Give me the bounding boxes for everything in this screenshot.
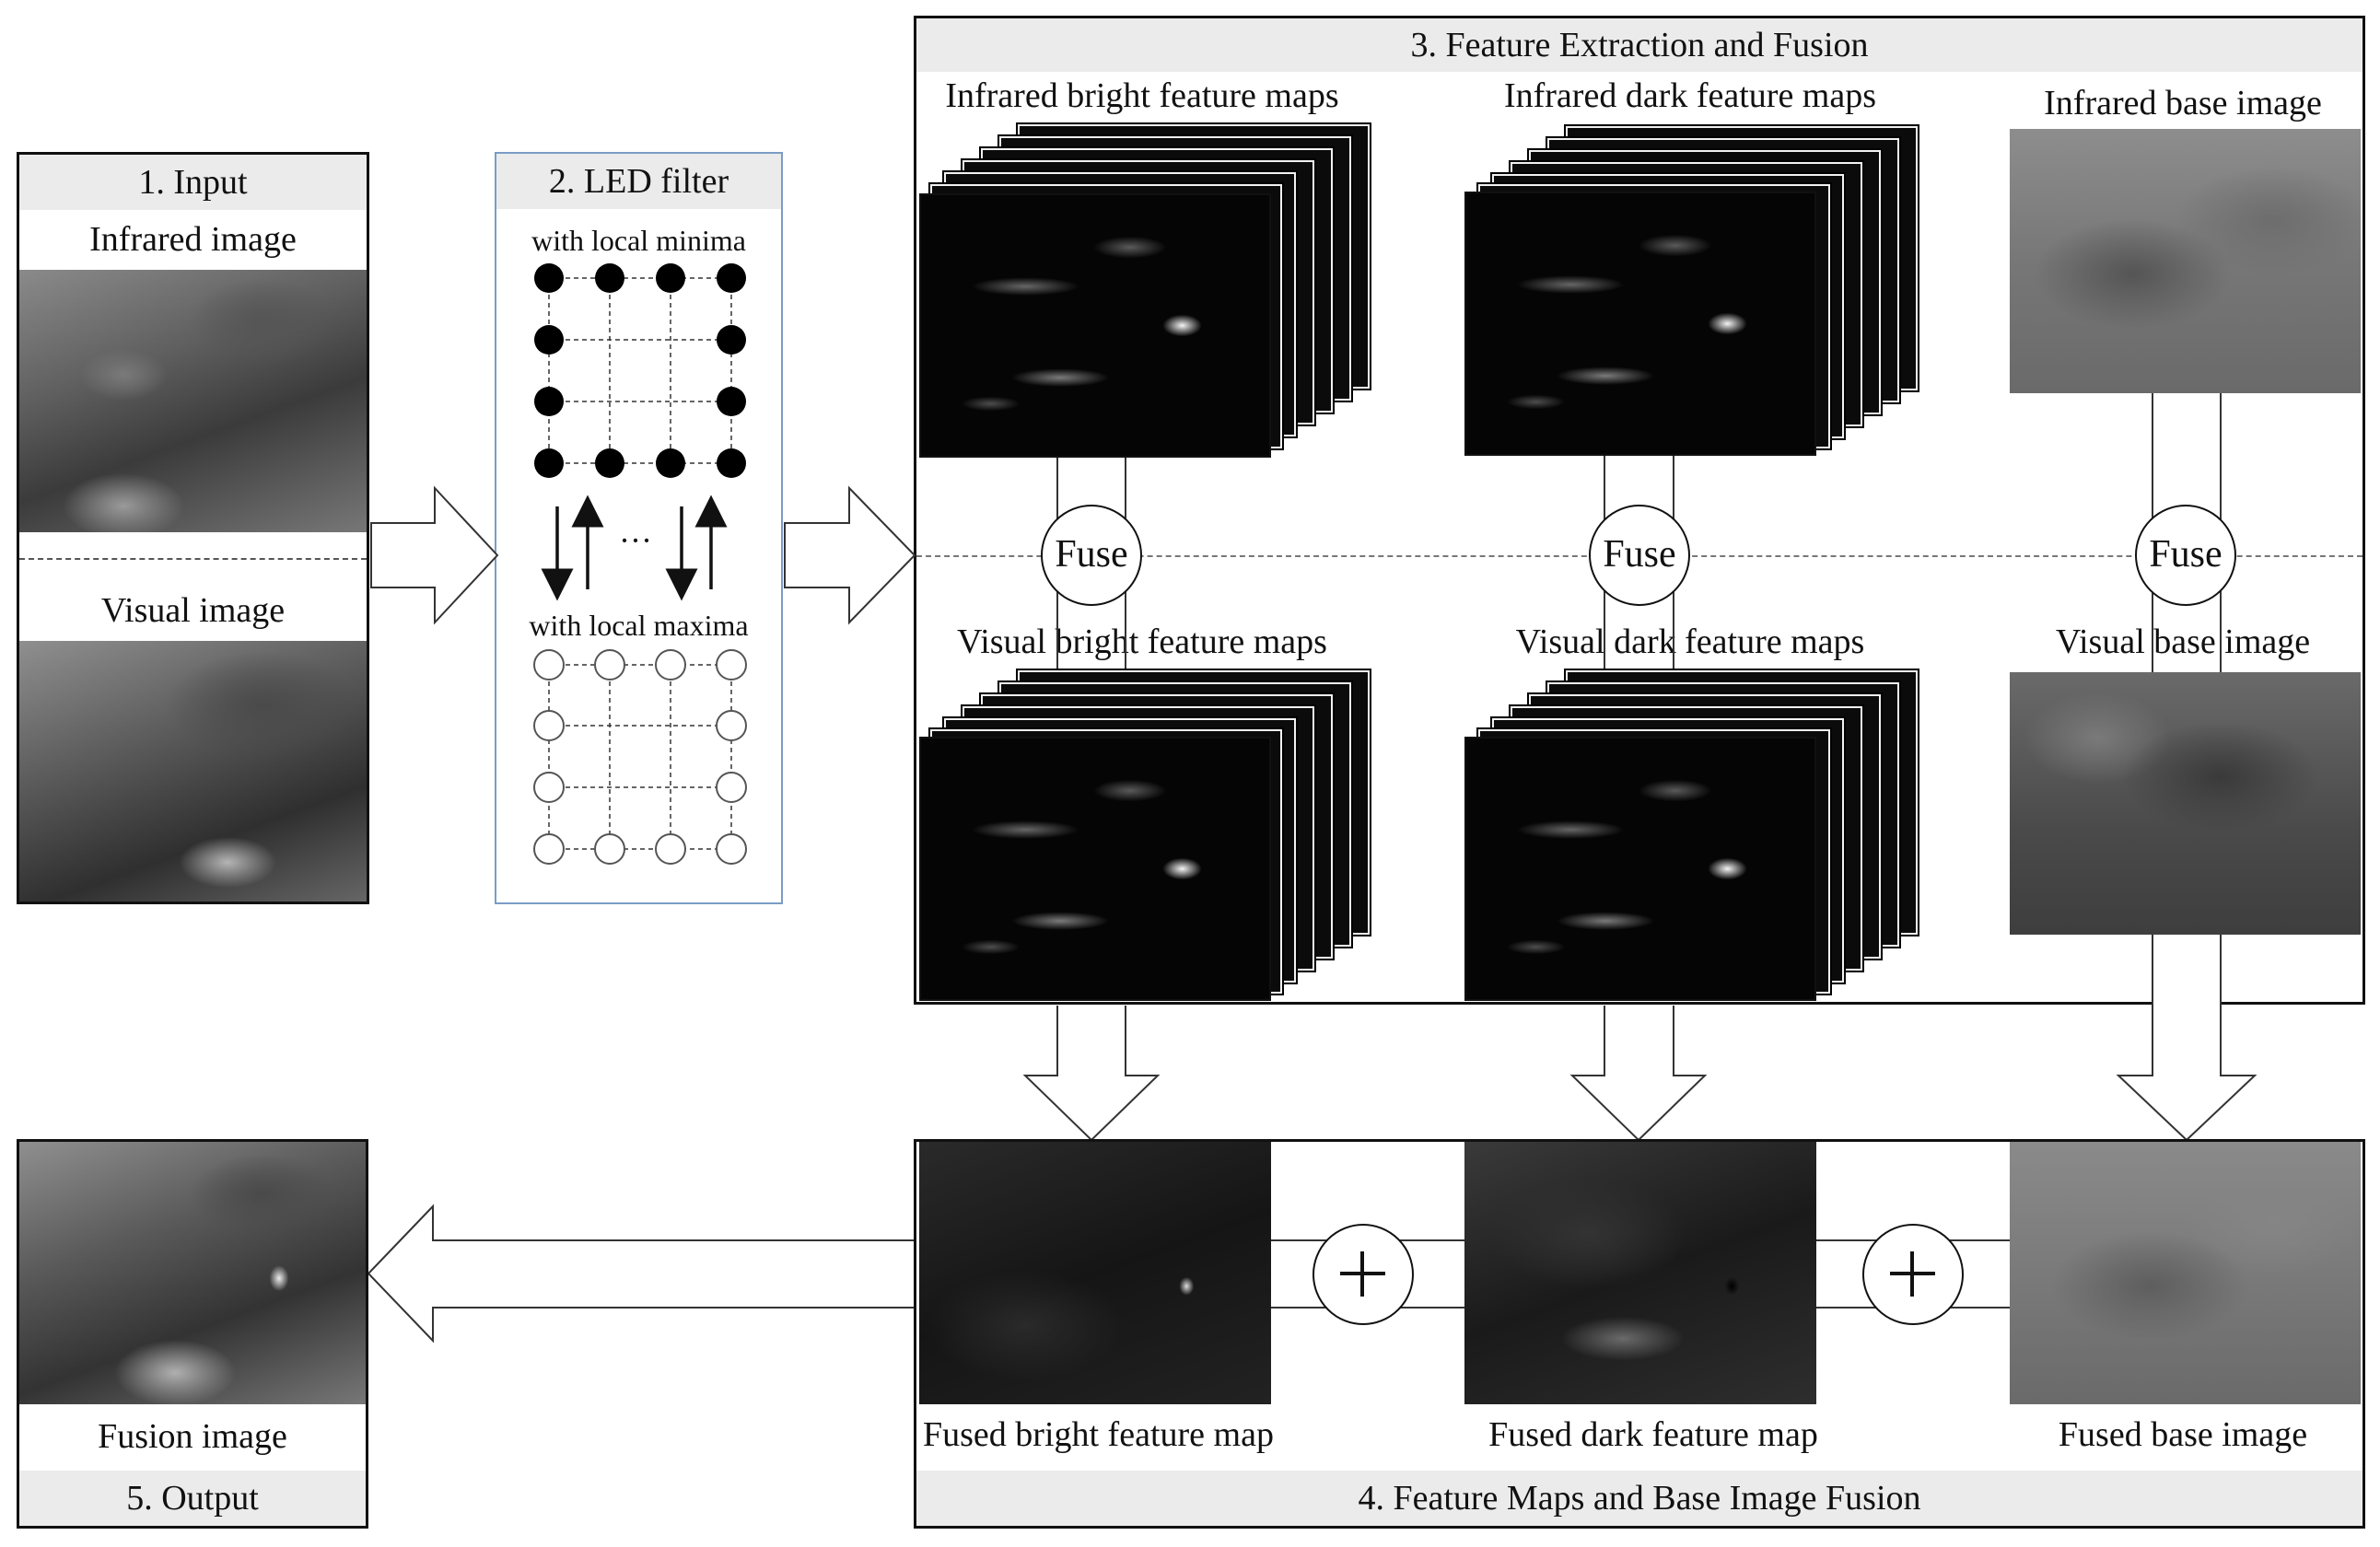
vis-dark-front-map	[1464, 737, 1816, 1001]
fusion-output-image	[19, 1142, 366, 1404]
fusion-image-label: Fusion image	[98, 1417, 287, 1456]
visual-image	[19, 641, 367, 901]
extraction-header: 3. Feature Extraction and Fusion	[916, 18, 2362, 72]
fused-dark-map	[1464, 1142, 1816, 1404]
plus-node-2	[1862, 1224, 1964, 1325]
minima-grid	[548, 277, 732, 464]
fused-bright-label: Fused bright feature map	[923, 1415, 1274, 1454]
fused-dark-label: Fused dark feature map	[1488, 1415, 1818, 1454]
minima-dots	[534, 263, 746, 478]
output-panel: Fusion image 5. Output	[17, 1139, 368, 1529]
ir-bright-label: Infrared bright feature maps	[945, 76, 1339, 115]
vis-bright-front-map	[919, 737, 1271, 1001]
arrow-input-to-led	[370, 485, 499, 625]
fused-base-label: Fused base image	[2058, 1415, 2308, 1454]
input-divider	[19, 558, 367, 560]
vis-bright-label: Visual bright feature maps	[957, 622, 1327, 661]
input-header: 1. Input	[19, 155, 367, 210]
led-arrows	[541, 494, 728, 601]
infrared-image	[19, 270, 367, 532]
ir-base-label: Infrared base image	[2044, 84, 2322, 122]
local-maxima-label: with local maxima	[529, 609, 749, 642]
arrow-led-to-extraction	[784, 485, 916, 625]
plus-icon	[1340, 1251, 1385, 1297]
fuse-dark-node: Fuse	[1589, 505, 1690, 606]
maxima-grid	[548, 664, 732, 850]
ir-dark-label: Infrared dark feature maps	[1503, 76, 1877, 115]
plus-node-1	[1312, 1224, 1414, 1325]
infrared-image-label: Infrared image	[89, 220, 297, 259]
ir-base-image	[2010, 129, 2361, 393]
fused-base-image	[2010, 1142, 2361, 1404]
visual-image-label: Visual image	[100, 591, 286, 630]
ir-bright-front-map	[919, 193, 1271, 458]
maxima-dots	[533, 649, 747, 865]
ir-dark-front-map	[1464, 192, 1816, 456]
vis-base-label: Visual base image	[2055, 622, 2311, 661]
input-panel: 1. Input Infrared image Visual image	[17, 152, 369, 904]
extraction-panel: 3. Feature Extraction and Fusion	[914, 16, 2365, 1005]
led-ellipsis: ···	[619, 522, 652, 559]
fusion-header: 4. Feature Maps and Base Image Fusion	[916, 1471, 2362, 1526]
fuse-bright-node: Fuse	[1041, 505, 1142, 606]
led-filter-header: 2. LED filter	[496, 154, 781, 209]
output-header: 5. Output	[19, 1471, 366, 1526]
fusion-panel: 4. Feature Maps and Base Image Fusion	[914, 1139, 2365, 1529]
plus-icon	[1890, 1251, 1935, 1297]
fuse-base-node: Fuse	[2135, 505, 2236, 606]
vis-dark-label: Visual dark feature maps	[1515, 622, 1865, 661]
arrow-fusion-to-output	[367, 1204, 916, 1343]
local-minima-label: with local minima	[531, 224, 746, 257]
vis-base-image	[2010, 672, 2361, 935]
fused-bright-map	[919, 1142, 1271, 1404]
